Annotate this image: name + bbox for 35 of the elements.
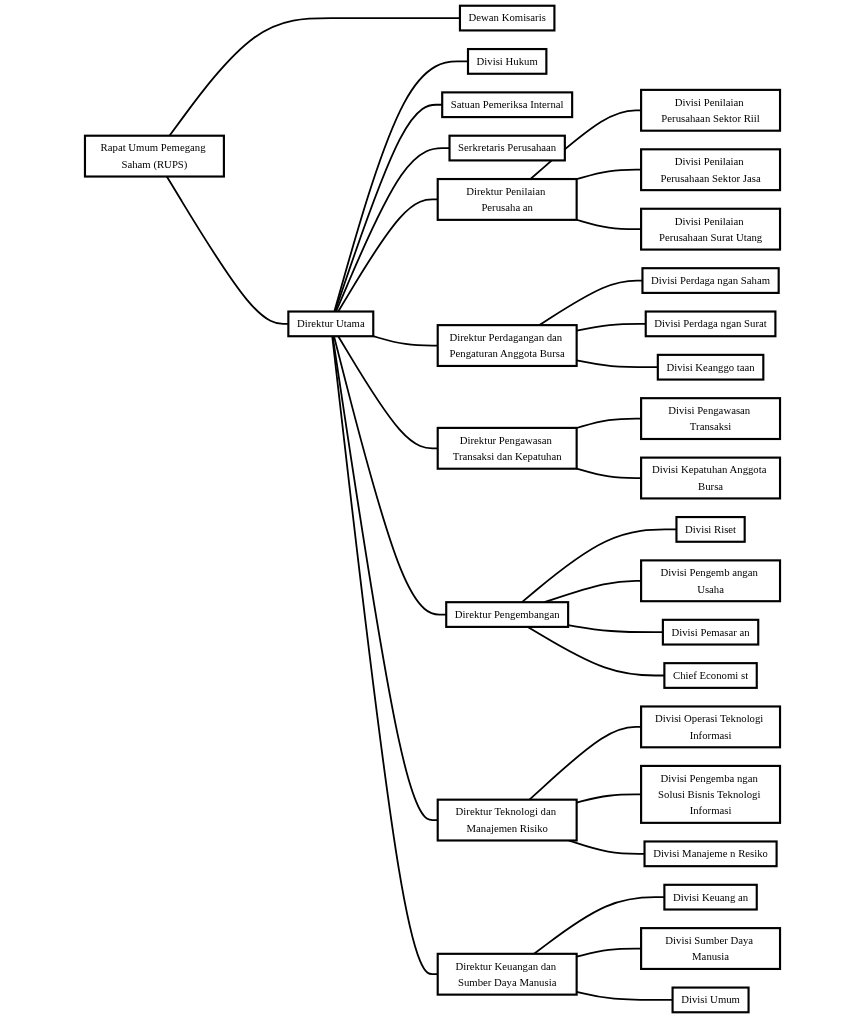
node-box: Divisi Hukum	[466, 48, 548, 75]
node-box: Divisi Penilaian Perusahaan Sektor Jasa	[640, 148, 782, 192]
node-box: Divisi Pemasar an	[661, 618, 760, 646]
node-box: Divisi Pengemb angan Usaha	[640, 559, 782, 603]
node-box: Divisi Operasi Teknologi Informasi	[640, 705, 782, 749]
node-box: Divisi Kepatuhan Anggota Bursa	[640, 456, 782, 500]
node-box: Divisi Perdaga ngan Saham	[641, 267, 780, 294]
connector	[575, 417, 642, 429]
node-box: Divisi Riset	[675, 516, 746, 543]
node-box: Divisi Keanggo taan	[656, 353, 765, 381]
node-box: Direktur Teknologi dan Manajemen Risiko	[436, 798, 578, 842]
node-box: Direktur Keuangan dan Sumber Daya Manusia	[436, 952, 578, 996]
node-box: Direktur Perdagangan dan Pengaturan Anggota Bursa	[436, 324, 578, 368]
node-box: Divisi Keuang an	[663, 883, 758, 911]
connector	[575, 218, 642, 231]
node-box: Divisi Manajeme n Resiko	[643, 840, 778, 868]
node-box: Divisi Umum	[671, 986, 750, 1014]
node-box: Direktur Utama	[287, 310, 375, 338]
node-box: Divisi Pengemba ngan Solusi Bisnis Teknologi Informasi	[640, 764, 782, 824]
node-box: Divisi Pengawasan Transaksi	[640, 397, 782, 441]
node-box: Divisi Penilaian Perusahaan Surat Utang	[640, 207, 782, 251]
node-box: Direktur Penilaian Perusaha an	[436, 177, 578, 221]
node-box: Serkretaris Perusahaan	[448, 134, 566, 162]
node-box: Dewan Komisaris	[458, 4, 556, 32]
connector	[575, 168, 642, 181]
node-box: Direktur Pengembangan	[445, 601, 570, 628]
node-box: Rapat Umum Pemegang Saham (RUPS)	[83, 134, 225, 178]
connector	[575, 467, 642, 479]
node-box: Divisi Penilaian Perusahaan Sektor Riil	[640, 88, 782, 132]
node-box: Direktur Pengawasan Transaksi dan Kepatuhan	[436, 426, 578, 470]
node-box: Divisi Perdaga ngan Surat	[644, 310, 777, 338]
node-box: Divisi Sumber Daya Manusia	[640, 927, 782, 970]
node-box: Satuan Pemeriksa Internal	[441, 91, 574, 119]
node-box: Chief Economi st	[663, 662, 758, 689]
connector	[529, 109, 642, 180]
